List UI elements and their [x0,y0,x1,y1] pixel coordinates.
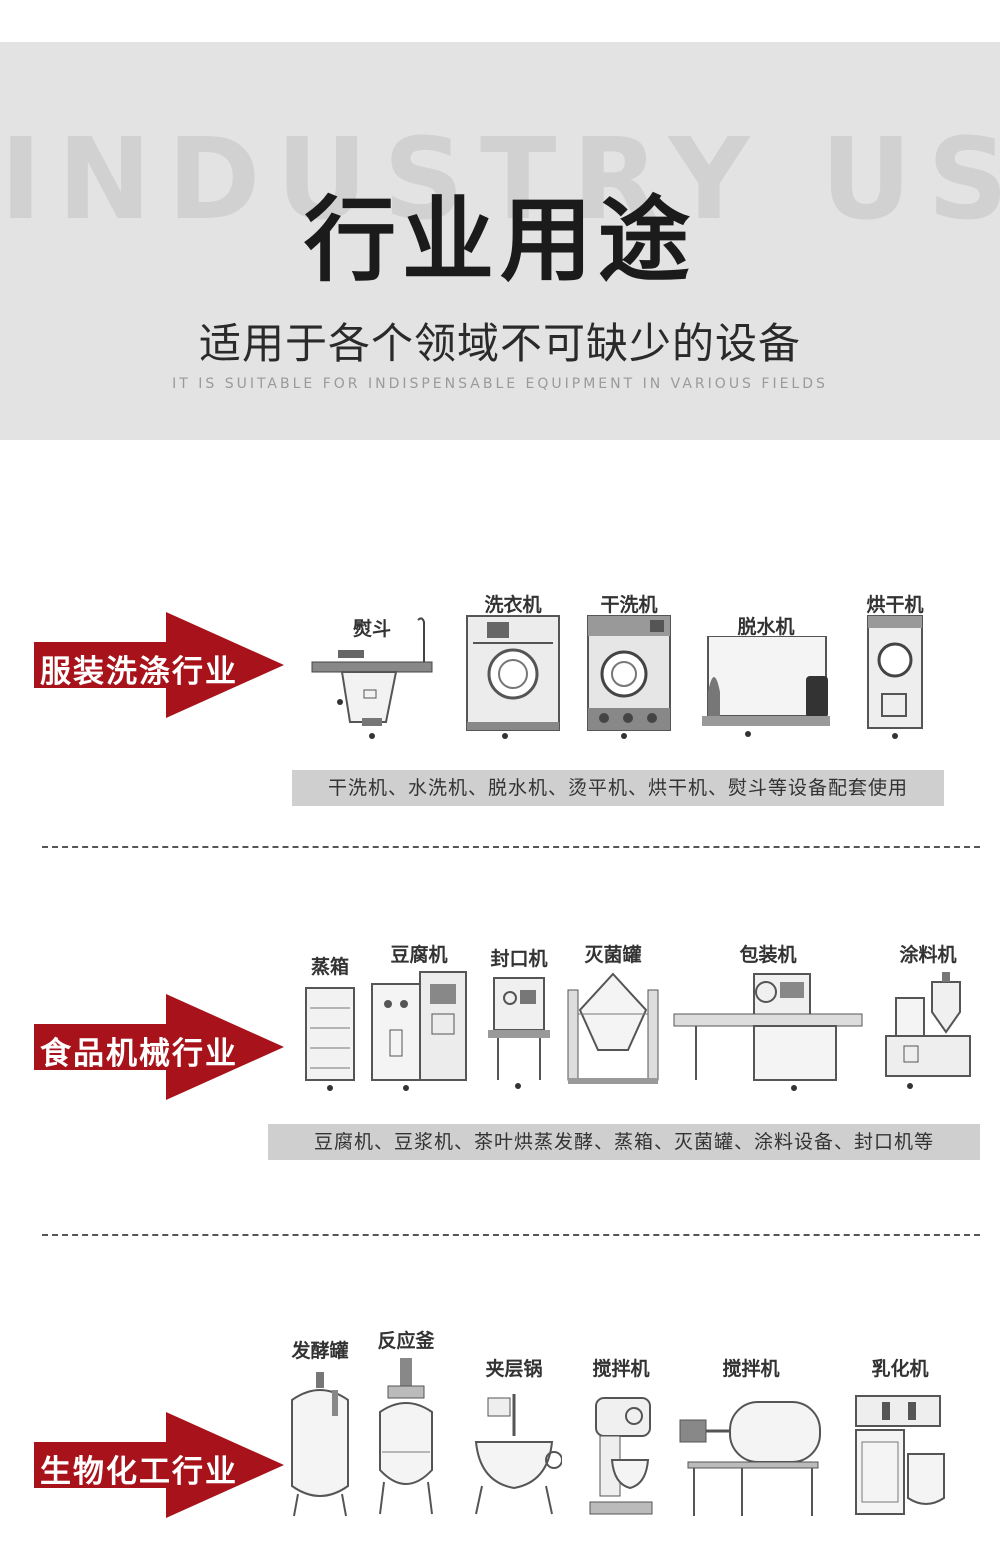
washing-machine-icon [466,615,560,739]
tumble-dryer-icon [867,615,923,739]
machine-label: 豆腐机 [390,944,448,966]
coating-machine-icon [885,972,971,1089]
section-1-label: 服装洗涤行业 [40,654,238,690]
page-subtitle-english: IT IS SUITABLE FOR INDISPENSABLE EQUIPME… [172,376,828,392]
machine-tumble-dryer: 烘干机 [866,590,924,742]
machine-packaging: 包装机 [672,940,864,1094]
machine-label: 乳化机 [871,1358,929,1380]
section-3-label: 生物化工行业 [40,1454,238,1490]
machine-label: 干洗机 [600,594,658,616]
machine-steamer: 蒸箱 [304,952,356,1094]
machine-label: 包装机 [739,944,797,966]
machine-tofu: 豆腐机 [370,940,468,1094]
machine-emulsifier: 乳化机 [852,1354,948,1522]
section-1-arrow: 服装洗涤行业 [34,612,284,718]
section-1-caption: 干洗机、水洗机、脱水机、烫平机、烘干机、熨斗等设备配套使用 [292,770,944,806]
sealing-machine-icon [488,977,550,1089]
sterilization-tank-icon [567,972,659,1084]
packaging-machine-icon [673,973,863,1091]
section-2-label: 食品机械行业 [40,1036,238,1072]
machine-dry-cleaner: 干洗机 [586,590,672,742]
machine-reactor: 反应釜 [374,1326,438,1522]
red-arrow-icon [34,612,284,718]
machine-label: 发酵罐 [291,1340,349,1362]
machine-mixer-horizontal: 搅拌机 [678,1354,824,1522]
ironing-table-icon [311,617,433,739]
machine-coating: 涂料机 [884,940,972,1094]
machine-sealer: 封口机 [486,944,552,1094]
machine-label: 反应釜 [377,1330,435,1352]
machine-mixer-planetary: 搅拌机 [586,1354,656,1522]
machine-extractor: 脱水机 [700,612,832,742]
machine-label: 搅拌机 [722,1358,780,1380]
steam-cabinet-icon [305,987,355,1091]
machine-label: 洗衣机 [484,594,542,616]
machine-label: 涂料机 [899,944,957,966]
horizontal-mixer-icon [679,1401,821,1516]
dry-cleaning-machine-icon [587,615,671,739]
section-3-arrow: 生物化工行业 [34,1412,284,1518]
page-subtitle: 适用于各个领域不可缺少的设备 [198,319,801,368]
machine-label: 烘干机 [866,594,924,616]
machine-sterilizer: 灭菌罐 [566,940,660,1094]
machine-label: 熨斗 [352,618,391,640]
machine-label: 搅拌机 [592,1358,650,1380]
page-title: 行业用途 [303,187,696,294]
fermentation-tank-icon [291,1372,349,1517]
red-arrow-icon [34,1412,284,1518]
planetary-mixer-icon [589,1397,653,1515]
tofu-machine-icon [371,971,467,1091]
background-watermark-text: INDUSTRY USE [0,115,1000,245]
machine-label: 灭菌罐 [584,944,642,966]
machine-fermenter: 发酵罐 [288,1336,352,1522]
machine-iron: 熨斗 [310,612,434,742]
section-divider [42,846,980,848]
machine-label: 蒸箱 [310,956,349,978]
spin-dryer-icon [702,636,830,737]
machine-washer: 洗衣机 [465,590,561,742]
red-arrow-icon [34,994,284,1100]
section-2-arrow: 食品机械行业 [34,994,284,1100]
machine-label: 封口机 [490,948,548,970]
jacketed-kettle-icon [474,1394,562,1515]
section-2-caption: 豆腐机、豆浆机、茶叶烘蒸发酵、蒸箱、灭菌罐、涂料设备、封口机等 [268,1124,980,1160]
header-banner: INDUSTRY USE 行业用途 适用于各个领域不可缺少的设备 IT IS S… [0,42,1000,440]
machine-jacketed-kettle: 夹层锅 [466,1354,562,1522]
machine-label: 脱水机 [737,616,795,638]
emulsifier-icon [855,1395,945,1515]
machine-label: 夹层锅 [485,1358,543,1380]
section-divider [42,1234,980,1236]
reactor-vessel-icon [379,1358,433,1515]
